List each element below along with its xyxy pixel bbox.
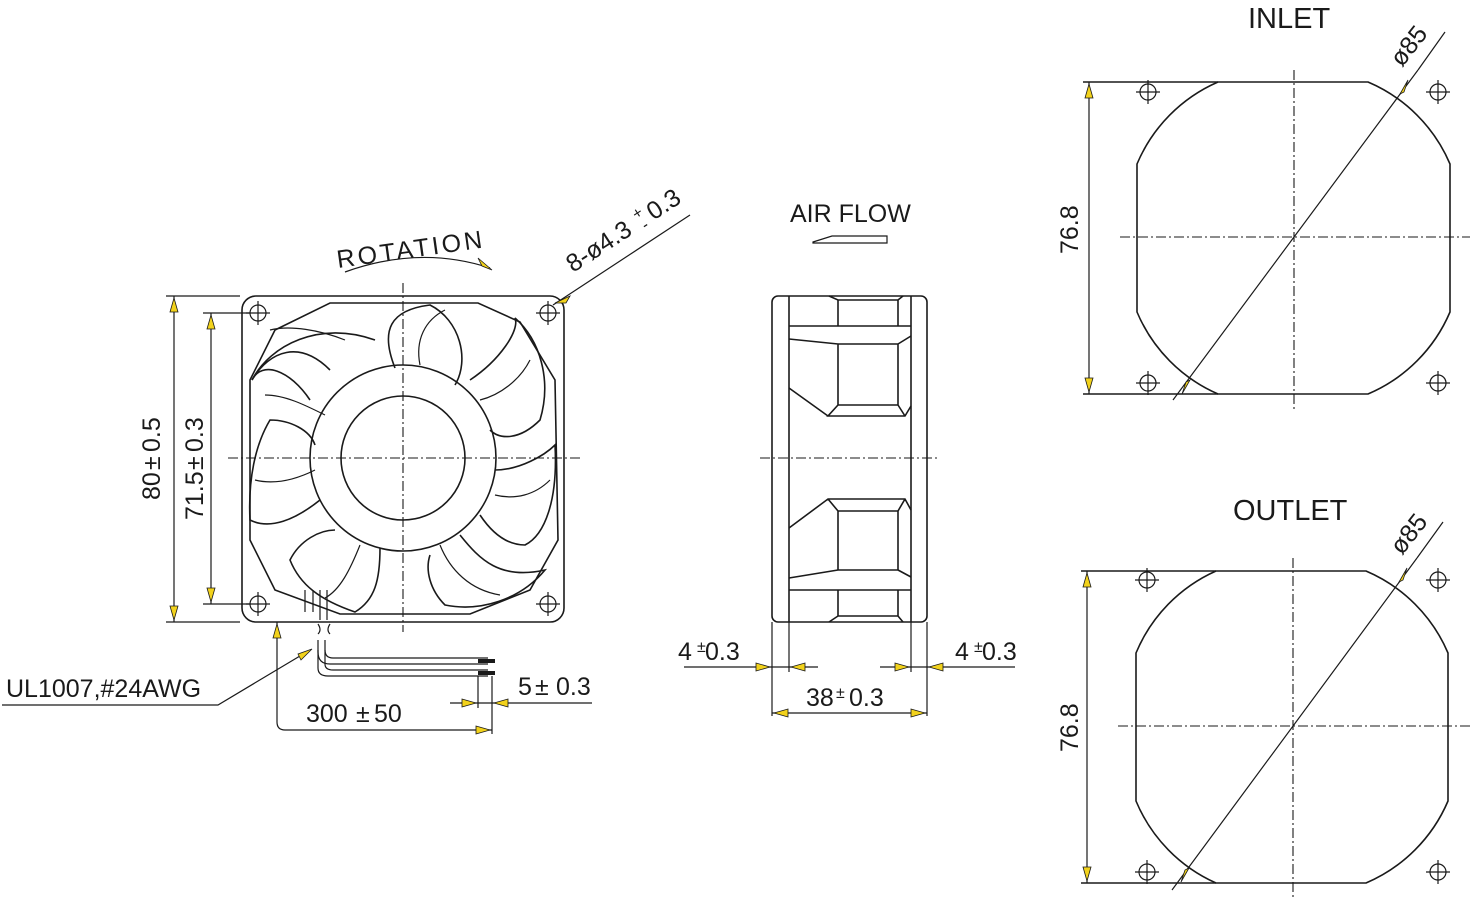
svg-text:4: 4: [955, 638, 969, 666]
airflow-arrow-icon: [812, 235, 888, 244]
mount-hole-icon: [535, 591, 561, 617]
airflow-label: AIR FLOW: [790, 200, 911, 228]
svg-text:0.3: 0.3: [982, 638, 1017, 666]
mount-hole-icon: [1135, 79, 1161, 105]
inlet-view: INLET ø85 76.8: [1056, 3, 1470, 412]
side-housing: [771, 295, 928, 623]
svg-text:4: 4: [678, 638, 692, 666]
strip-length-dimension: 5 ± 0.3: [518, 673, 591, 701]
wire-spec-leader: [2, 649, 311, 706]
svg-text:0.3: 0.3: [642, 183, 686, 225]
svg-text:0.5: 0.5: [138, 417, 166, 452]
front-view: ROTATION 8-ø4.3 + - 0.3 80 ± 0.5 71.5 ±: [2, 183, 691, 735]
mount-hole-icon: [1425, 79, 1451, 105]
lead-wires: [304, 590, 495, 677]
svg-text:38: 38: [806, 684, 834, 712]
svg-text:±: ±: [181, 456, 209, 470]
svg-text:300: 300: [306, 700, 348, 728]
svg-text:8-ø4.3: 8-ø4.3: [561, 215, 637, 278]
rotation-label: ROTATION: [335, 225, 487, 274]
svg-text:71.5: 71.5: [181, 471, 209, 520]
svg-text:0.3: 0.3: [181, 417, 209, 452]
depth-dimension: 38 ± 0.3: [806, 684, 884, 712]
inlet-opening-outline: [1136, 81, 1451, 395]
hole-pitch-dimension: 71.5 ± 0.3: [181, 417, 209, 520]
outlet-view: OUTLET ø85 76.8: [1056, 495, 1470, 898]
svg-text:80: 80: [138, 472, 166, 500]
svg-text:±: ±: [974, 639, 983, 656]
side-view: AIR FLOW 4 ± 0.3 4 ± 0.3: [678, 200, 1017, 718]
outlet-height-label: 76.8: [1056, 703, 1084, 752]
inlet-title: INLET: [1248, 3, 1330, 35]
inlet-diameter-leader: [1172, 69, 1419, 401]
flange-right-dimension: 4 ± 0.3: [955, 638, 1017, 666]
wire-spec-label: UL1007,#24AWG: [6, 675, 201, 703]
svg-text:5: 5: [518, 673, 532, 701]
mount-hole-icon: [1425, 370, 1451, 396]
mount-hole-icon: [535, 300, 561, 326]
wire-length-dimension-line: [276, 622, 492, 731]
svg-text:-: -: [639, 217, 653, 234]
mount-hole-icon: [1134, 859, 1160, 885]
svg-text:±: ±: [356, 700, 370, 728]
wire-length-dimension: 300 ± 50: [306, 700, 402, 728]
svg-text:50: 50: [374, 700, 402, 728]
outer-size-dimension: 80 ± 0.5: [138, 417, 166, 500]
inlet-height-label: 76.8: [1056, 205, 1084, 254]
rotation-arrow-icon: [344, 256, 491, 273]
svg-text:0.3: 0.3: [849, 684, 884, 712]
mount-hole-icon: [1135, 370, 1161, 396]
mount-hole-leader: [552, 214, 691, 306]
outlet-opening-outline: [1135, 570, 1449, 884]
mount-hole-dimension: 8-ø4.3 + - 0.3: [561, 183, 686, 278]
mount-hole-icon: [1425, 567, 1451, 593]
mount-hole-icon: [1425, 859, 1451, 885]
outlet-diameter-leader: [1171, 557, 1418, 891]
outlet-title: OUTLET: [1233, 495, 1348, 527]
svg-text:±: ±: [836, 685, 845, 702]
svg-text:±: ±: [535, 673, 549, 701]
svg-text:0.3: 0.3: [705, 638, 740, 666]
svg-text:±: ±: [138, 456, 166, 470]
inlet-diameter-label: ø85: [1385, 20, 1434, 71]
svg-text:0.3: 0.3: [556, 673, 591, 701]
impeller-blades: [248, 304, 557, 613]
outlet-diameter-label: ø85: [1385, 508, 1434, 559]
svg-text:±: ±: [697, 639, 706, 656]
flange-left-dimension: 4 ± 0.3: [678, 638, 740, 666]
